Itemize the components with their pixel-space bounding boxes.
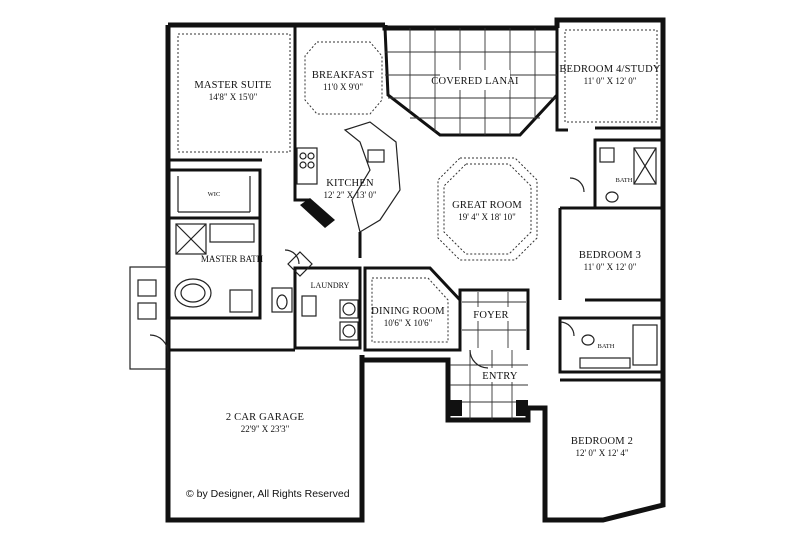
kitchen: KITCHEN 12' 2" X 13' 0" (293, 121, 401, 258)
dining-room-label: DINING ROOM (371, 306, 445, 317)
bedroom-3-dims: 11' 0" X 12' 0" (584, 262, 637, 272)
bedroom-2-dims: 12' 0" X 12' 4" (575, 448, 628, 458)
lower-bath: BATH (558, 316, 665, 382)
breakfast-dims: 11'0 X 9'0" (323, 82, 363, 92)
entry-label: ENTRY (482, 371, 518, 382)
dining-room-dims: 10'6" X 10'6" (384, 318, 433, 328)
great-room-label: GREAT ROOM (452, 200, 522, 211)
great-room: GREAT ROOM 19' 4" X 18' 10" (437, 157, 538, 261)
foyer-label: FOYER (473, 310, 508, 321)
upper-bath-label: BATH (616, 177, 633, 184)
upper-bath: BATH (569, 138, 665, 210)
garage-label: 2 CAR GARAGE (226, 412, 304, 423)
master-suite-label: MASTER SUITE (194, 80, 271, 91)
laundry: LAUNDRY (284, 249, 362, 350)
kitchen-label: KITCHEN (326, 178, 374, 189)
side-structure (129, 266, 169, 370)
great-room-dims: 19' 4" X 18' 10" (458, 212, 516, 222)
master-suite: MASTER SUITE 14'8" X 15'0" (168, 25, 297, 162)
wic-label: WIC (208, 191, 221, 198)
master-bath: MASTER BATH (166, 216, 293, 320)
lower-bath-label: BATH (598, 343, 615, 350)
bedroom-4-study: BEDROOM 4/STUDY 11' 0" X 12' 0" (555, 29, 663, 132)
bedroom-2: BEDROOM 2 12' 0" X 12' 4" (571, 436, 633, 458)
bedroom-3-label: BEDROOM 3 (579, 250, 641, 261)
master-bath-label: MASTER BATH (201, 254, 264, 264)
garage: 2 CAR GARAGE 22'9" X 23'3" (226, 412, 304, 434)
foyer-entry: FOYER ENTRY (448, 288, 530, 420)
copyright-text: © by Designer, All Rights Reserved (186, 488, 350, 500)
kitchen-dims: 12' 2" X 13' 0" (323, 190, 376, 200)
wic: WIC (166, 168, 262, 220)
garage-dims: 22'9" X 23'3" (241, 424, 290, 434)
bedroom-2-label: BEDROOM 2 (571, 436, 633, 447)
dining-room: DINING ROOM 10'6" X 10'6" (363, 266, 462, 352)
covered-lanai-label: COVERED LANAI (431, 76, 519, 87)
bedroom-3: BEDROOM 3 11' 0" X 12' 0" (558, 206, 663, 302)
laundry-label: LAUNDRY (311, 281, 350, 290)
bedroom-4-label: BEDROOM 4/STUDY (559, 64, 661, 75)
bedroom-4-dims: 11' 0" X 12' 0" (584, 76, 637, 86)
master-suite-dims: 14'8" X 15'0" (209, 92, 258, 102)
breakfast: BREAKFAST 11'0 X 9'0" (304, 41, 383, 115)
covered-lanai: COVERED LANAI (383, 26, 559, 137)
breakfast-label: BREAKFAST (312, 70, 375, 81)
